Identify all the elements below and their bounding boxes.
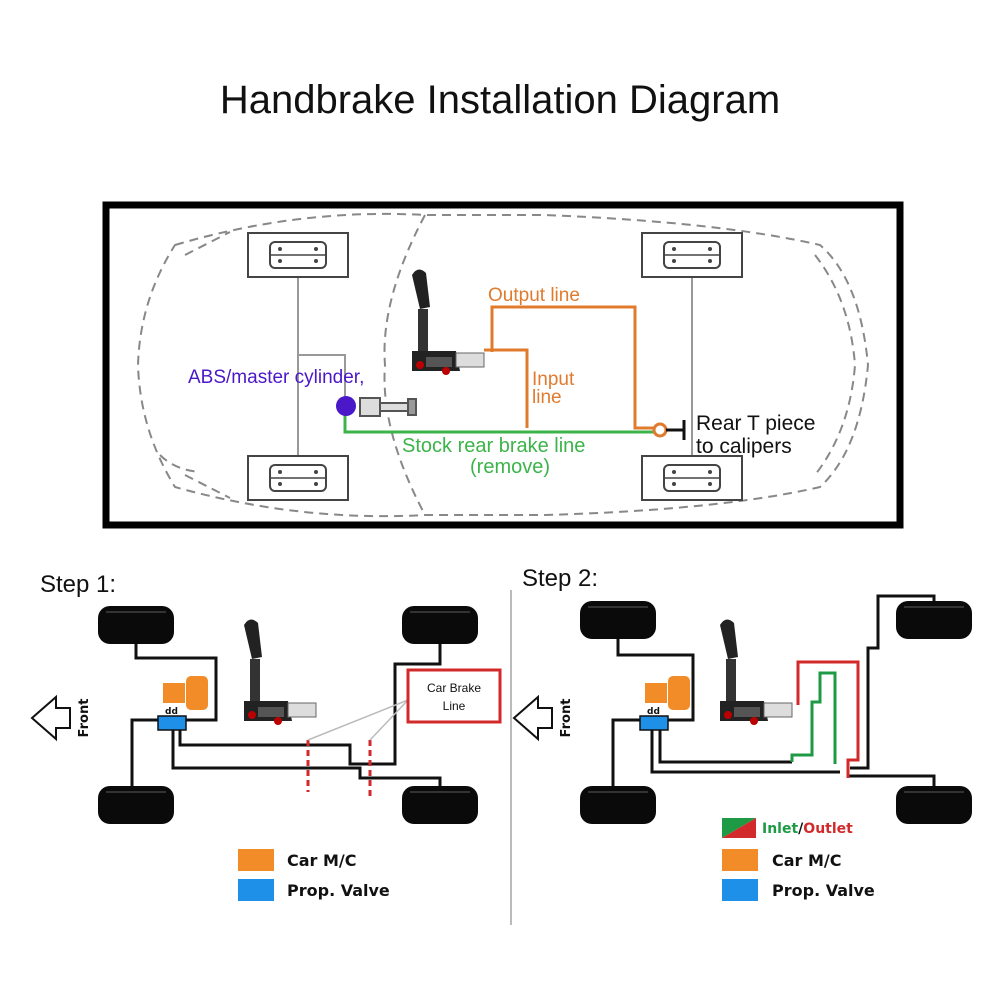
- step2-diagram: dd: [512, 594, 973, 825]
- step1-legend-mc: Car M/C: [287, 851, 357, 870]
- step1-heading: Step 1:: [40, 571, 116, 598]
- rear-t-label-2: to calipers: [696, 435, 792, 458]
- step1-legend-valve: Prop. Valve: [287, 881, 390, 900]
- step2-legend-mc: Car M/C: [772, 851, 842, 870]
- output-line: [490, 305, 660, 430]
- step2-legend-valve: Prop. Valve: [772, 881, 875, 900]
- step2-legend-outlet-swatch: [722, 818, 756, 838]
- step1-diagram: dd: [30, 605, 502, 825]
- hydraulic-handbrake: [411, 268, 485, 376]
- input-line: [484, 348, 529, 428]
- step2-heading: Step 2:: [522, 565, 598, 592]
- abs-master-cylinder: [336, 396, 356, 416]
- step2-legend-valve-swatch: [722, 879, 758, 901]
- stock-line-label: Stock rear brake line: [402, 435, 585, 457]
- input-line-label: Input: [532, 369, 575, 390]
- rear-right-wheel: [641, 455, 743, 501]
- stock-line-label-2: (remove): [470, 456, 550, 478]
- front-right-wheel: [247, 455, 349, 501]
- top-diagram-frame: [102, 201, 904, 529]
- diagram-title: Handbrake Installation Diagram: [219, 78, 781, 122]
- step1-legend-mc-swatch: [238, 849, 274, 871]
- car-brake-line-label: Car Brake: [427, 681, 481, 695]
- step2-legend-inlet: Inlet: [762, 821, 798, 837]
- step2-legend-mc-swatch: [722, 849, 758, 871]
- car-outline: [136, 212, 870, 518]
- step2-legend-slash: /: [798, 821, 804, 837]
- rear-t-label: Rear T piece: [696, 412, 815, 435]
- step1-legend-valve-swatch: [238, 879, 274, 901]
- master-cylinder-unit: [359, 397, 417, 417]
- step2-legend-inlet-outlet: Inlet/Outlet: [762, 821, 853, 837]
- stock-rear-brake-line: [343, 412, 655, 434]
- step2-legend-outlet: Outlet: [803, 821, 853, 837]
- rear-left-wheel: [641, 232, 743, 278]
- rear-t-piece: [652, 422, 668, 438]
- svg-text:dd: dd: [165, 707, 178, 717]
- front-left-wheel: [247, 232, 349, 278]
- step1-front-label: Front: [77, 699, 92, 738]
- input-line-label-2: line: [532, 387, 562, 408]
- svg-text:dd: dd: [647, 707, 660, 717]
- car-brake-line-label-2: Line: [443, 699, 466, 713]
- abs-label: ABS/master cylinder,: [188, 367, 364, 388]
- output-line-label: Output line: [488, 285, 580, 306]
- step2-front-label: Front: [559, 699, 574, 738]
